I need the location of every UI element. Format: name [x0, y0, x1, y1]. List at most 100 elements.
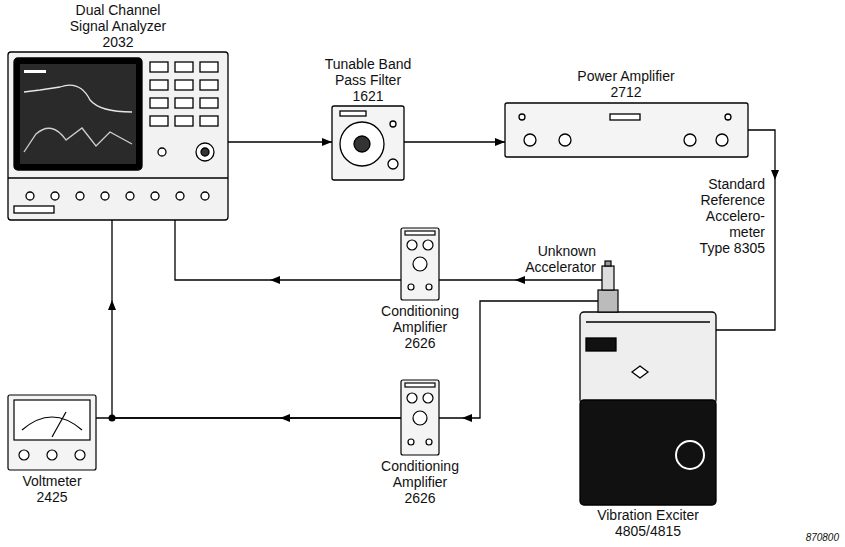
- analyzer-drawing-part: [200, 62, 218, 72]
- voltmeter-drawing-part: [52, 412, 66, 437]
- power-amplifier-drawing: [505, 103, 748, 157]
- power-amplifier-drawing-part: [519, 114, 525, 120]
- analyzer-drawing-part: [175, 116, 193, 126]
- cable-line: [228, 141, 332, 142]
- arrowhead: [270, 276, 280, 284]
- instrument-label: Conditioning Amplifier 2626: [378, 303, 463, 351]
- filter-drawing: [332, 106, 404, 180]
- analyzer-drawing-part: [14, 58, 142, 170]
- voltmeter-drawing: [8, 395, 96, 470]
- analyzer-drawing-part: [8, 52, 228, 220]
- analyzer-drawing-part: [150, 98, 168, 108]
- conditioning-amplifier: Conditioning Amplifier 2626: [401, 228, 439, 300]
- analyzer-drawing-part: [175, 98, 193, 108]
- power-amplifier-drawing-part: [559, 134, 571, 146]
- cable-line: [404, 141, 505, 142]
- conditioning-amplifier-drawing-part: [426, 284, 432, 290]
- vibration-exciter-drawing-part: [632, 366, 648, 378]
- conditioning-amplifier-drawing-part: [407, 393, 417, 403]
- accelerometer-drawing-part: [602, 266, 614, 290]
- unknown-accelerometer: Unknown Accelerator: [602, 266, 614, 290]
- power-amplifier: Power Amplifier 2712: [505, 103, 748, 157]
- conditioning-amplifier-drawing-part: [413, 257, 427, 271]
- signal-analyzer: Dual Channel Signal Analyzer 2032: [8, 52, 228, 220]
- vibration-exciter-drawing-part: [580, 400, 716, 505]
- conditioning-amplifier-drawing: [401, 228, 439, 300]
- power-amplifier-drawing-part: [725, 114, 731, 120]
- conditioning-amplifier-drawing-part: [408, 439, 414, 445]
- analyzer-drawing-part: [51, 192, 59, 200]
- cable-line: [112, 220, 401, 418]
- conditioning-amplifier-drawing-part: [423, 393, 433, 403]
- vibration-exciter: Vibration Exciter 4805/4815: [580, 312, 716, 505]
- signal-cable: [175, 220, 401, 284]
- conditioning-amplifier-drawing-part: [413, 411, 427, 425]
- signal-cable: [439, 276, 602, 284]
- arrowhead: [771, 170, 779, 180]
- analyzer-drawing: [8, 52, 228, 220]
- instrument-label: Vibration Exciter 4805/4815: [588, 507, 708, 539]
- arrowhead: [322, 138, 332, 146]
- power-amplifier-drawing-part: [524, 134, 536, 146]
- signal-cable: [228, 138, 332, 146]
- filter-drawing-part: [390, 121, 396, 127]
- analyzer-drawing-part: [24, 128, 132, 152]
- analyzer-drawing-part: [200, 98, 218, 108]
- analyzer-drawing-part: [24, 85, 132, 112]
- conditioning-amplifier: Conditioning Amplifier 2626: [401, 380, 439, 455]
- instrument-label: Conditioning Amplifier 2626: [378, 458, 463, 506]
- power-amplifier-drawing-part: [684, 134, 696, 146]
- vibration-exciter-drawing-part: [676, 441, 704, 469]
- analyzer-drawing-part: [150, 80, 168, 90]
- conditioning-amplifier-drawing-part: [405, 383, 435, 387]
- conditioning-amplifier-drawing: [401, 380, 439, 455]
- filter-drawing-part: [332, 106, 404, 180]
- band-pass-filter: Tunable Band Pass Filter 1621: [332, 106, 404, 180]
- vibration-exciter-drawing-part: [580, 312, 716, 404]
- analyzer-drawing-part: [8, 177, 228, 178]
- voltmeter: Voltmeter 2425: [8, 395, 96, 470]
- instrument-label: Dual Channel Signal Analyzer 2032: [63, 2, 173, 50]
- vibration-exciter-drawing-part: [586, 338, 616, 351]
- analyzer-drawing-part: [150, 62, 168, 72]
- power-amplifier-drawing-part: [505, 103, 748, 157]
- analyzer-drawing-part: [150, 116, 168, 126]
- analyzer-drawing-part: [76, 192, 84, 200]
- analyzer-drawing-part: [101, 192, 109, 200]
- analyzer-drawing-part: [175, 80, 193, 90]
- accelerometer-drawing-part: [598, 290, 618, 312]
- vibration-exciter-drawing-part: [586, 321, 710, 322]
- filter-drawing-part: [340, 122, 384, 166]
- voltmeter-drawing-part: [47, 450, 57, 460]
- instrument-label: Unknown Accelerator: [511, 243, 596, 275]
- analyzer-drawing-part: [201, 192, 209, 200]
- conditioning-amplifier-drawing-part: [408, 284, 414, 290]
- analyzer-drawing-part: [176, 192, 184, 200]
- filter-drawing-part: [340, 111, 366, 116]
- analyzer-drawing-part: [201, 148, 209, 156]
- analyzer-drawing-part: [126, 192, 134, 200]
- arrowhead: [462, 414, 472, 422]
- signal-cable: [108, 220, 401, 418]
- accelerometer-drawing-part: [605, 261, 611, 266]
- analyzer-drawing-part: [200, 80, 218, 90]
- filter-drawing-part: [388, 159, 398, 169]
- arrowhead: [108, 300, 116, 310]
- conditioning-amplifier-drawing-part: [405, 231, 435, 235]
- analyzer-drawing-part: [20, 64, 136, 164]
- vibration-exciter-drawing: [580, 312, 716, 505]
- power-amplifier-drawing-part: [716, 134, 728, 146]
- conditioning-amplifier-drawing-part: [401, 380, 439, 455]
- analyzer-drawing-part: [24, 70, 46, 73]
- analyzer-drawing-part: [200, 116, 218, 126]
- conditioning-amplifier-drawing-part: [401, 228, 439, 300]
- figure-number: 870800: [806, 532, 839, 544]
- analyzer-drawing-part: [196, 143, 214, 161]
- instrument-label: Tunable Band Pass Filter 1621: [321, 56, 416, 104]
- signal-cable: [404, 138, 505, 146]
- conditioning-amplifier-drawing-part: [426, 439, 432, 445]
- filter-drawing-part: [354, 136, 370, 152]
- analyzer-drawing-part: [26, 192, 34, 200]
- conditioning-amplifier-drawing-part: [423, 240, 433, 250]
- conditioning-amplifier-drawing-part: [407, 240, 417, 250]
